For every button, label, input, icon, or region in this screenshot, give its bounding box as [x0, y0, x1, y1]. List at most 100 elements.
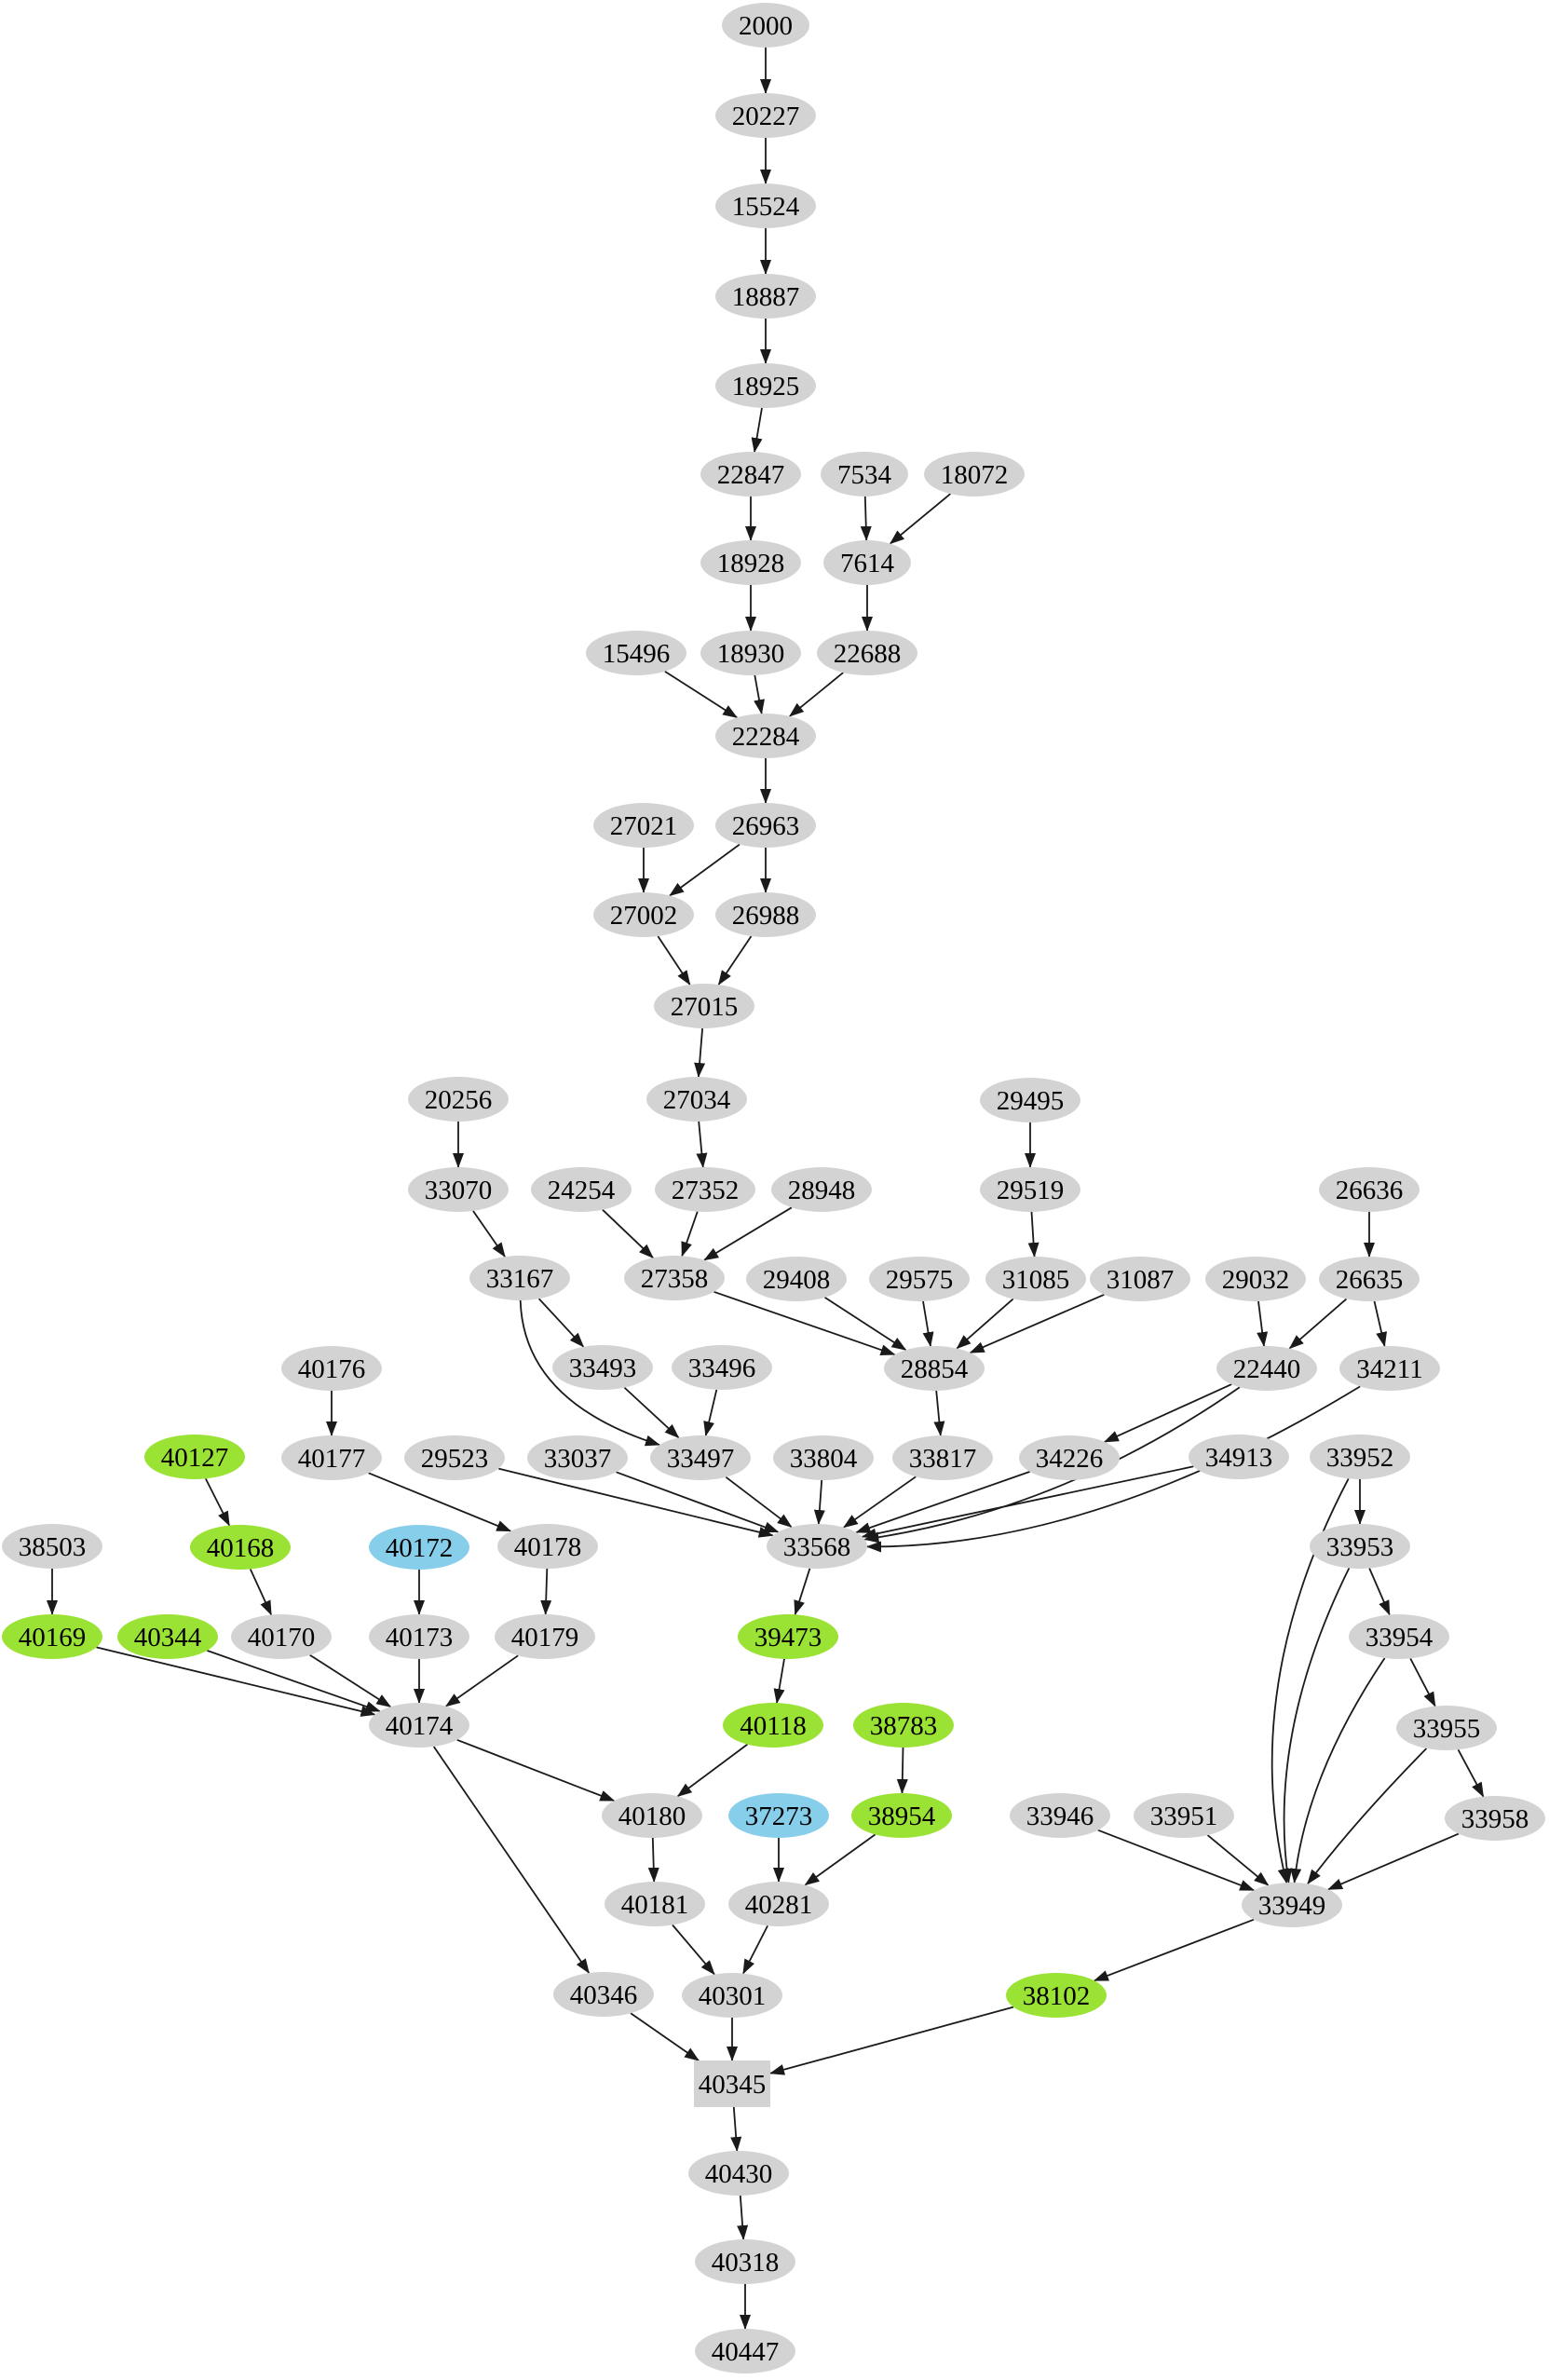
node-label-40173: 40173	[386, 1623, 454, 1652]
node-label-33070: 33070	[425, 1176, 493, 1205]
node-label-34211: 34211	[1356, 1354, 1422, 1384]
node-ellipse-29523	[404, 1435, 505, 1480]
node-label-40345: 40345	[699, 2070, 767, 2100]
node-label-40168: 40168	[207, 1533, 275, 1563]
node-33167: 33167	[469, 1256, 570, 1300]
node-ellipse-18928	[700, 540, 801, 585]
node-label-33817: 33817	[909, 1444, 977, 1474]
node-26635: 26635	[1319, 1257, 1420, 1301]
edge-29575-28854	[922, 1300, 934, 1348]
edge-22440-34226	[1103, 1383, 1232, 1443]
node-ellipse-15496	[586, 631, 686, 675]
node-33070: 33070	[408, 1167, 509, 1212]
node-31087: 31087	[1090, 1257, 1190, 1301]
node-ellipse-26988	[715, 892, 816, 937]
edge-29032-22440	[1257, 1300, 1269, 1347]
node-ellipse-34226	[1019, 1435, 1120, 1480]
node-ellipse-40118	[723, 1703, 823, 1748]
node-28854: 28854	[884, 1346, 985, 1391]
edge-40178-40179	[540, 1568, 552, 1615]
node-22440: 22440	[1216, 1346, 1317, 1391]
node-label-28948: 28948	[788, 1176, 856, 1205]
node-ellipse-34913	[1189, 1435, 1289, 1479]
node-ellipse-18925	[715, 363, 816, 408]
node-29519: 29519	[980, 1167, 1080, 1212]
node-label-40346: 40346	[570, 1980, 638, 2010]
edge-27002-27015	[657, 935, 691, 986]
node-39473: 39473	[738, 1614, 838, 1659]
node-18925: 18925	[715, 363, 816, 408]
edge-40169-40174	[96, 1646, 376, 1717]
edge-22688-22284	[789, 672, 844, 717]
node-ellipse-28948	[771, 1167, 872, 1212]
node-label-33949: 33949	[1258, 1891, 1326, 1921]
node-ellipse-2000	[722, 3, 809, 48]
node-label-26963: 26963	[732, 811, 800, 841]
node-33493: 33493	[552, 1345, 653, 1390]
node-ellipse-40172	[369, 1525, 469, 1570]
node-ellipse-29032	[1205, 1257, 1306, 1301]
node-ellipse-18072	[924, 452, 1025, 496]
edge-38783-38954	[896, 1747, 908, 1794]
node-ellipse-40181	[605, 1882, 705, 1926]
node-label-40301: 40301	[699, 1981, 767, 2011]
node-22847: 22847	[700, 452, 801, 496]
edge-34913-33568	[861, 1465, 1194, 1540]
node-34211: 34211	[1339, 1346, 1440, 1391]
node-label-33951: 33951	[1150, 1802, 1218, 1831]
node-ellipse-38503	[2, 1524, 102, 1569]
node-label-40118: 40118	[740, 1711, 806, 1741]
node-ellipse-22847	[700, 452, 801, 496]
node-label-34913: 34913	[1205, 1443, 1273, 1473]
node-label-27015: 27015	[671, 992, 739, 1022]
node-label-33497: 33497	[667, 1444, 735, 1474]
edge-40177-40178	[368, 1472, 512, 1532]
node-26636: 26636	[1319, 1167, 1420, 1212]
node-ellipse-29408	[746, 1257, 847, 1301]
edge-18930-22284	[754, 674, 765, 715]
edge-31087-28854	[969, 1293, 1105, 1354]
edge-40181-40301	[672, 1924, 715, 1976]
edge-33953-33954	[1368, 1568, 1391, 1616]
node-ellipse-40447	[695, 2329, 795, 2373]
edge-22440-33568	[863, 1386, 1241, 1544]
edge-40127-40168	[204, 1477, 231, 1527]
edge-33167-33497	[519, 1299, 660, 1447]
node-27015: 27015	[654, 984, 754, 1028]
node-label-40430: 40430	[705, 2159, 773, 2189]
node-label-40180: 40180	[618, 1802, 686, 1831]
node-label-18930: 18930	[717, 639, 785, 669]
node-40174: 40174	[369, 1703, 469, 1748]
edge-40344-40174	[207, 1650, 381, 1712]
node-label-22440: 22440	[1233, 1354, 1301, 1384]
node-ellipse-15524	[715, 184, 816, 228]
node-label-40172: 40172	[386, 1533, 454, 1563]
node-26988: 26988	[715, 892, 816, 937]
node-ellipse-33568	[767, 1524, 867, 1569]
node-33955: 33955	[1396, 1706, 1497, 1750]
edge-33070-33167	[472, 1210, 506, 1258]
node-label-33568: 33568	[783, 1532, 851, 1562]
node-ellipse-40178	[497, 1524, 598, 1569]
node-40170: 40170	[231, 1614, 332, 1659]
node-ellipse-40430	[688, 2151, 789, 2196]
node-2000: 2000	[722, 3, 809, 48]
node-ellipse-27015	[654, 984, 754, 1028]
node-label-33953: 33953	[1326, 1532, 1394, 1562]
node-ellipse-27358	[624, 1256, 725, 1300]
node-40281: 40281	[728, 1882, 829, 1926]
node-label-38503: 38503	[19, 1532, 87, 1562]
node-ellipse-33497	[650, 1435, 751, 1480]
node-18928: 18928	[700, 540, 801, 585]
node-ellipse-40346	[553, 1972, 654, 2017]
node-40179: 40179	[495, 1614, 595, 1659]
node-ellipse-29495	[980, 1078, 1080, 1122]
node-40345: 40345	[694, 2060, 770, 2107]
node-label-18072: 18072	[941, 460, 1009, 490]
node-label-27002: 27002	[610, 901, 678, 931]
edge-29408-28854	[824, 1297, 907, 1351]
node-label-40170: 40170	[248, 1623, 316, 1652]
node-label-29495: 29495	[997, 1086, 1065, 1116]
node-40127: 40127	[144, 1435, 245, 1479]
node-33954: 33954	[1349, 1614, 1449, 1659]
